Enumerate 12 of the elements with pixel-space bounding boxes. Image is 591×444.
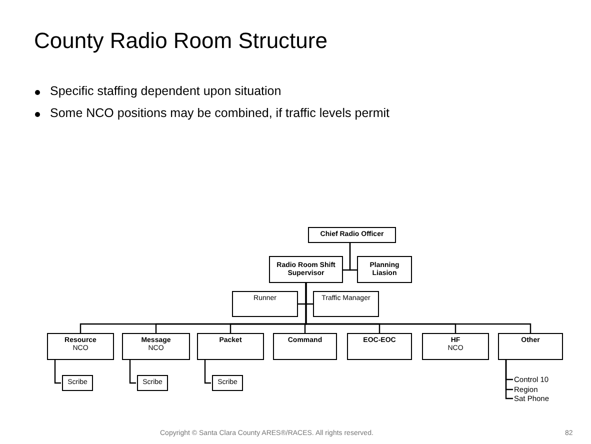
org-box (122, 333, 190, 360)
org-box (422, 333, 489, 360)
connector-line (54, 360, 61, 384)
bullet-point: Specific staffing dependent upon situation (50, 84, 282, 98)
connector-line (505, 360, 513, 400)
bullet-point: Some NCO positions may be combined, if traffic levels permit (50, 106, 390, 120)
org-box (47, 333, 114, 360)
connector-line (129, 360, 136, 384)
connector-line (204, 360, 211, 384)
connector-line (305, 283, 532, 333)
slide-title: County Radio Room Structure (34, 28, 328, 54)
connector-line (349, 243, 357, 271)
